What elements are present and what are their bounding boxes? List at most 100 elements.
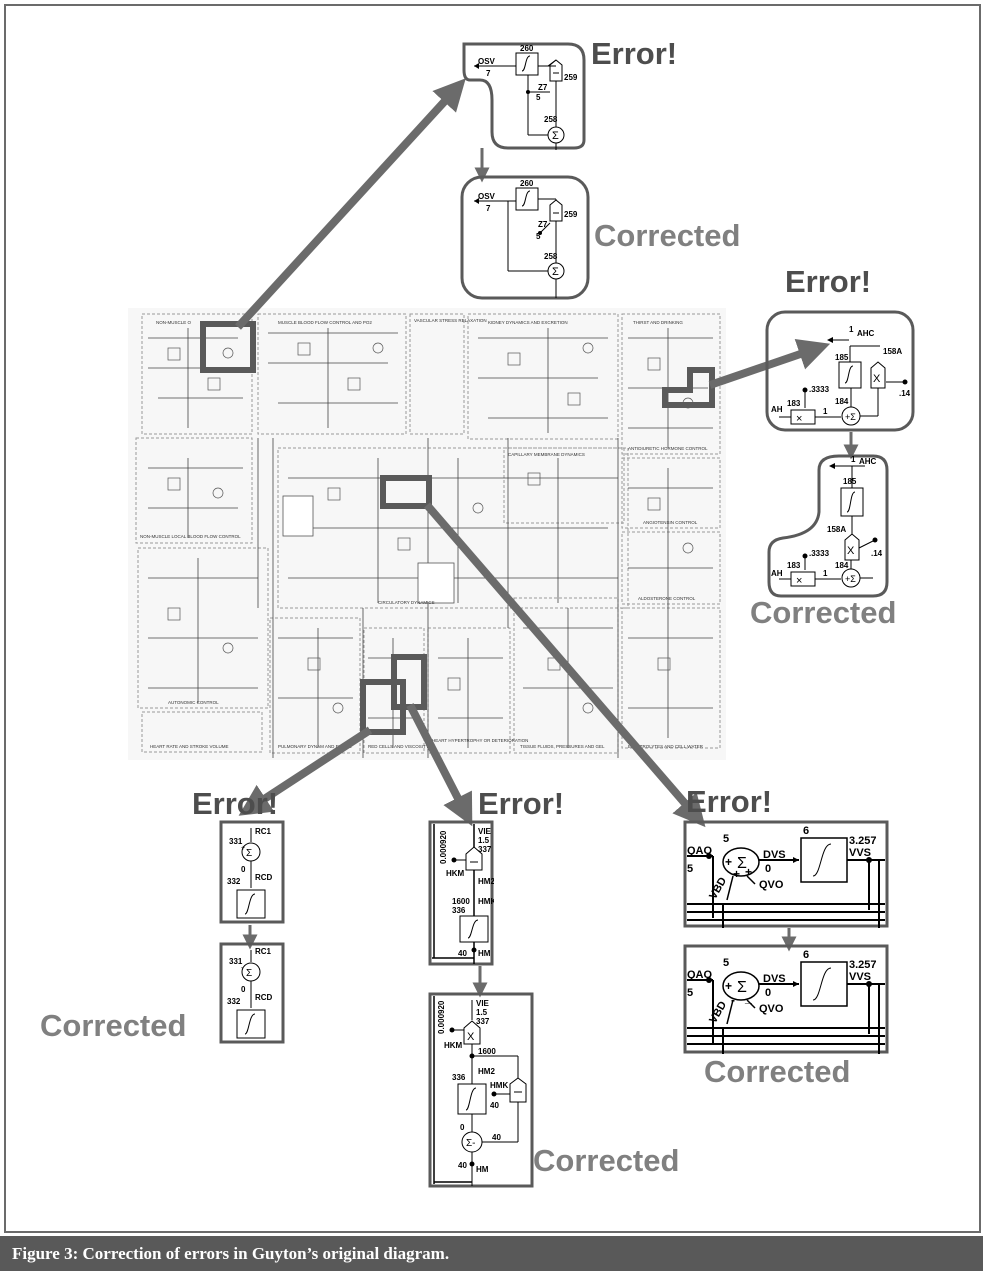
sum-symbol: Σ <box>737 979 747 996</box>
ahc-one: 1 <box>849 325 854 334</box>
rc-corrected-block: Σ - RC1 331 0 RCD 332 <box>219 942 285 1044</box>
hm-constant: 0.000920 <box>437 1000 446 1034</box>
vvs-dvs: DVS <box>763 849 786 861</box>
hm-336: 336 <box>452 906 466 915</box>
highlight-box-ahc <box>662 367 715 408</box>
osv-const-name: Z7 <box>538 220 548 229</box>
hm-40: 40 <box>458 949 467 958</box>
hm-hm: HM <box>476 1165 489 1174</box>
plus-sign: + <box>745 865 752 879</box>
sum-symbol: Σ- <box>466 1138 476 1149</box>
section-label: PULMONARY DYNAM AND FLUIDS <box>278 744 352 749</box>
vvs-corrected-block: Σ + - _ 5 QAO 5 DVS 0 6 3.257 VVS VBD QV… <box>683 944 889 1054</box>
highlight-box-osv <box>200 321 256 373</box>
hm-constant: 0.000920 <box>439 830 448 864</box>
hm-336: 336 <box>452 1073 466 1082</box>
plus-sign: + <box>725 979 732 993</box>
osv-divider-id: 259 <box>564 210 578 219</box>
vvs-five-left: 5 <box>687 987 693 999</box>
rc-sum-id: 331 <box>229 837 243 846</box>
hm-hkm: HKM <box>446 869 465 878</box>
ahc-integrator-id: 185 <box>843 477 857 486</box>
sum-symbol: Σ <box>246 968 252 979</box>
osv-const-value: 5 <box>536 232 541 241</box>
osv-sum-id: 258 <box>544 252 558 261</box>
hm-40-b: 40 <box>458 1161 467 1170</box>
sum-symbol: Σ <box>552 266 559 278</box>
hm-error-block: 0.000920 VIE 1.5 337 HKM HM2 1600 HMK 33… <box>428 820 494 966</box>
hm-1-5: 1.5 <box>476 1008 488 1017</box>
sum-symbol: Σ <box>737 855 747 872</box>
vvs-value: 3.257 <box>849 959 877 971</box>
section-label: AUTONOMIC CONTROL <box>168 700 219 705</box>
ahc-error-label: Error! <box>785 264 872 299</box>
section-label: ALDOSTERONE CONTROL <box>638 596 696 601</box>
minus-sign: - <box>241 965 244 972</box>
section-label: NON-MUSCLE O <box>156 320 192 325</box>
hm-0: 0 <box>460 1123 465 1132</box>
osv-sum-id: 258 <box>544 115 558 124</box>
hm-vie: VIE <box>478 827 492 836</box>
osv-out-value: 7 <box>486 69 491 78</box>
osv-out-name: OSV <box>478 192 496 201</box>
ahc-one-b: 1 <box>823 569 828 578</box>
vvs-qao: QAO <box>687 969 713 981</box>
mult-symbol: X <box>847 545 855 557</box>
ahc-mult2-id: 183 <box>787 561 801 570</box>
rc-zero: 0 <box>241 985 246 994</box>
osv-integrator-id: 260 <box>520 179 534 188</box>
section-label: RED CELLS AND VISCOSITY <box>368 744 429 749</box>
hm-1600: 1600 <box>452 897 470 906</box>
rc-integrator-id: 332 <box>227 997 241 1006</box>
ahc-const-2: .14 <box>899 389 911 398</box>
osv-const-name: Z7 <box>538 83 548 92</box>
arrow-to-ahc <box>708 339 831 389</box>
ahc-integrator-id: 185 <box>835 353 849 362</box>
plus-sign: + <box>725 855 732 869</box>
mult-symbol: × <box>796 413 802 425</box>
hm-corrected-label: Corrected <box>533 1143 680 1178</box>
ahc-input: AH <box>771 405 783 414</box>
ahc-mult-id: 158A <box>883 347 902 356</box>
rc-name-2: RCD <box>255 873 273 882</box>
vvs-vbd: VBD <box>707 875 729 901</box>
ahc-const-2: .14 <box>871 549 883 558</box>
hm-hm: HM <box>478 949 491 958</box>
hm-337: 337 <box>478 845 492 854</box>
section-label: ANTIDIURETIC HORMONE CONTROL <box>628 446 708 451</box>
vvs-qvo: QVO <box>759 1003 784 1015</box>
ahc-one-b: 1 <box>823 407 828 416</box>
section-label: ELECTROLYTES AND CELL WATER <box>628 744 704 749</box>
ahc-name: AHC <box>859 457 877 466</box>
vvs-corrected-label: Corrected <box>704 1054 851 1089</box>
rc-integrator-id: 332 <box>227 877 241 886</box>
figure-caption: Figure 3: Correction of errors in Guyton… <box>12 1244 450 1263</box>
hm-error-label: Error! <box>478 786 565 821</box>
vvs-zero: 0 <box>765 987 771 999</box>
vvs-dvs: DVS <box>763 973 786 985</box>
section-label: ANGIOTENSIN CONTROL <box>643 520 698 525</box>
ahc-const-1: .3333 <box>809 549 830 558</box>
section-label: TISSUE FLUIDS, PRESSURES AND GEL <box>520 744 605 749</box>
hm-corrected-block: X Σ- 0.000920 VIE 1.5 337 HKM 1600 HM2 3… <box>428 992 534 1188</box>
minus-sign: _ <box>744 991 752 1005</box>
ahc-sum-id: 184 <box>835 561 849 570</box>
section-label: HEART HYPERTROPHY OR DETERIORATION <box>432 738 528 743</box>
sum-symbol: Σ <box>246 848 252 859</box>
ahc-mult-id: 158A <box>827 525 846 534</box>
plus-sign: + <box>733 867 740 881</box>
ahc-const-1: .3333 <box>809 385 830 394</box>
hm-40-c: 40 <box>492 1133 501 1142</box>
ahc-input: AH <box>771 569 783 578</box>
hm-hm2: HM2 <box>478 877 494 886</box>
mult-symbol: X <box>873 373 881 385</box>
ahc-corrected-block: X × +Σ 1 AHC 185 158A .3333 .14 AH 183 1… <box>767 454 889 598</box>
rc-name-1: RC1 <box>255 947 272 956</box>
arrow-to-hm <box>406 703 473 827</box>
ahc-sum-id: 184 <box>835 397 849 406</box>
section-label: CAPILLARY MEMBRANE DYNAMICS <box>508 452 585 457</box>
vvs-error-block: Σ + + + 5 QAO 5 DVS 0 6 3.257 VVS VBD QV… <box>683 820 889 928</box>
vvs-six: 6 <box>803 949 809 961</box>
section-label: THIRST AND DRINKING <box>633 320 683 325</box>
